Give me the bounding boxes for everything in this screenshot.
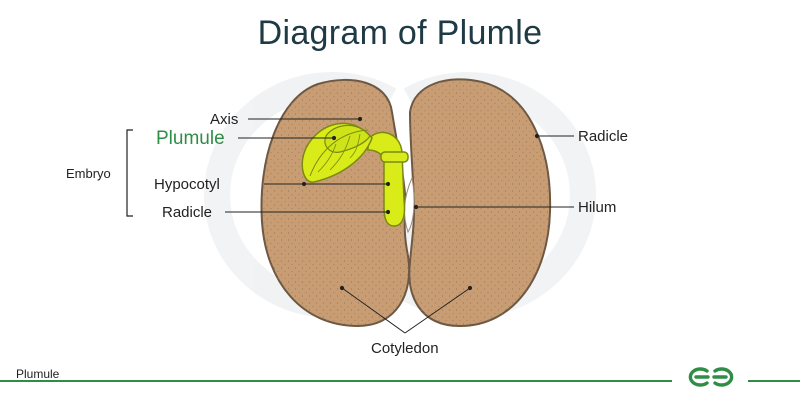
label-radicle-right: Radicle [578,128,628,145]
leader-lines [225,116,574,334]
label-plumule: Plumule [156,128,225,149]
label-radicle-left: Radicle [162,204,212,221]
label-hilum: Hilum [578,199,616,216]
label-hypocotyl: Hypocotyl [154,176,220,193]
footer-divider-right [748,380,800,382]
footer-caption: Plumule [16,367,60,381]
hilum-region [404,176,415,234]
label-axis: Axis [210,111,238,128]
right-cotyledon [408,78,552,328]
label-embryo: Embryo [66,166,111,181]
label-cotyledon: Cotyledon [371,340,439,357]
geeksforgeeks-logo-icon [688,367,734,387]
footer-divider-left [0,380,672,382]
embryo-bracket [126,129,133,217]
page-title: Diagram of Plumle [257,14,543,52]
